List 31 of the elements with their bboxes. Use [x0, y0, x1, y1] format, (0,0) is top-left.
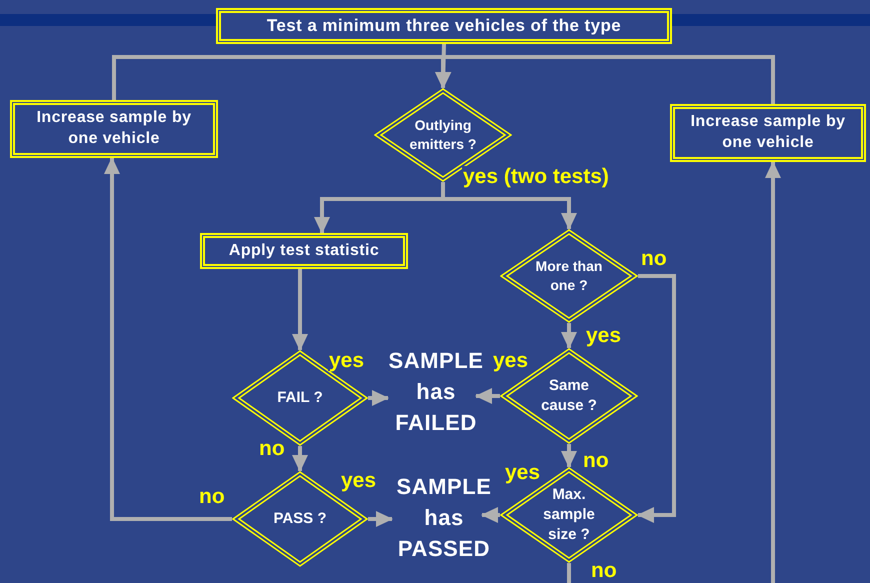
arrow	[292, 446, 308, 472]
arrow	[368, 390, 389, 406]
arrow	[368, 511, 393, 527]
decision-label: Same cause ?	[540, 376, 598, 416]
decision-label: More than one ?	[534, 257, 604, 295]
arrow	[104, 157, 232, 521]
process-box	[670, 104, 866, 162]
decision-label: PASS ?	[272, 508, 328, 529]
arrow	[561, 323, 577, 349]
arrow	[561, 444, 577, 468]
edge-label: yes (two tests)	[462, 166, 610, 187]
result-text: SAMPLE has FAILED	[386, 346, 486, 442]
decision-diamond	[500, 467, 638, 563]
process-box	[216, 8, 672, 44]
result-text: SAMPLE has PASSED	[392, 472, 496, 568]
box-label: Test a minimum three vehicles of the type	[266, 14, 622, 37]
arrow	[475, 388, 500, 404]
decision-diamond	[500, 229, 638, 323]
process-box	[10, 100, 218, 158]
box-label: Apply test statistic	[228, 240, 380, 261]
arrow	[435, 55, 775, 104]
decision-label: FAIL ?	[276, 388, 324, 408]
arrow	[567, 161, 781, 583]
arrow	[292, 269, 308, 351]
decision-label: Max. sample size ?	[542, 484, 596, 546]
decision-label: Outlying emitters ?	[408, 116, 478, 154]
process-box	[200, 233, 408, 269]
box-label: Increase sample by one vehicle	[690, 112, 846, 153]
arrow	[481, 507, 500, 523]
arrow	[637, 274, 676, 523]
box-label: Increase sample by one vehicle	[36, 108, 192, 149]
